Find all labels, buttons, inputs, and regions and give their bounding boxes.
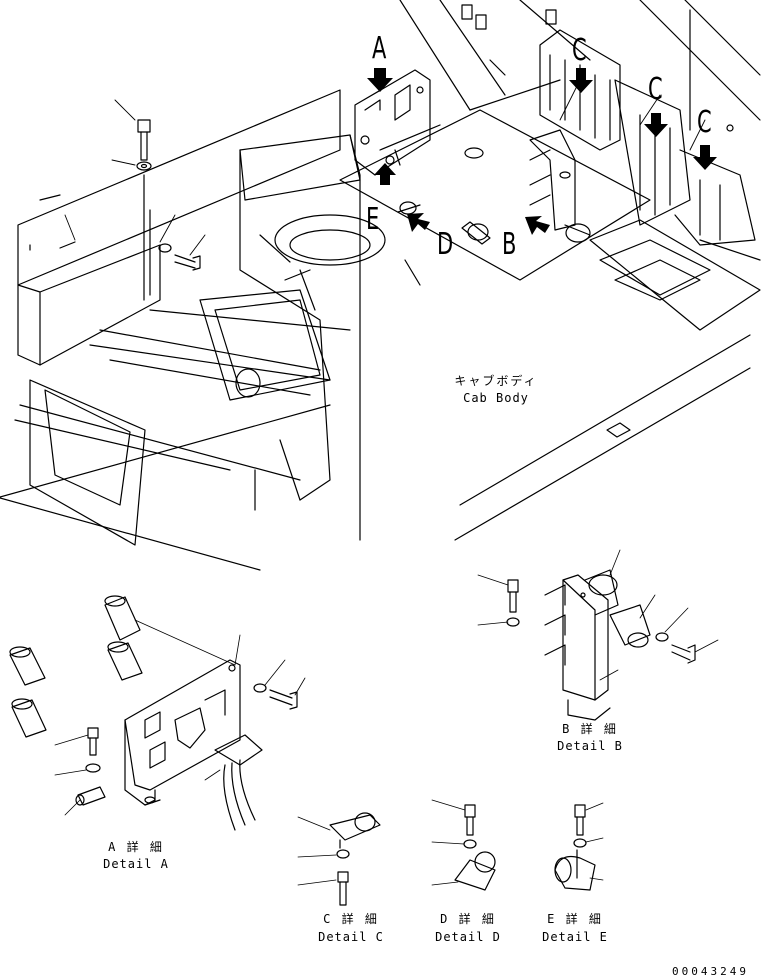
detail-d-label-jp: D 詳 細 [440, 912, 496, 926]
arrow-c1 [569, 68, 593, 93]
detail-b-drawing [477, 549, 719, 721]
bracket-b [529, 129, 591, 243]
clamps-main [397, 201, 491, 245]
callout-b: B [502, 227, 517, 262]
side-panel [17, 89, 351, 366]
detail-b-label-en: Detail B [557, 739, 623, 753]
arrow-c3 [693, 145, 717, 170]
drawing-number: 00043249 [672, 965, 749, 978]
bracket-a [354, 69, 441, 176]
detail-a-drawing [9, 595, 306, 831]
console [14, 134, 361, 546]
arrows [367, 68, 717, 235]
cab-body-label-jp: キャブボディ [454, 374, 538, 388]
detail-d-drawing [431, 799, 496, 891]
callout-c1: C [572, 33, 587, 68]
arrow-d [407, 213, 430, 232]
electrical-cabinet [461, 4, 761, 331]
callout-d: D [437, 227, 454, 262]
detail-c-drawing [297, 812, 381, 906]
detail-e-label-jp: E 詳 細 [547, 912, 603, 926]
bolt-and-washer [136, 119, 201, 301]
detail-a-label-jp: A 詳 細 [108, 840, 164, 854]
detail-c-label-en: Detail C [318, 930, 384, 944]
callout-c2: C [648, 72, 663, 107]
leader-lines-main [64, 69, 706, 256]
arrow-e [374, 163, 396, 185]
arrow-b [525, 216, 550, 235]
callout-e: E [366, 202, 380, 237]
cab-body-assembly [0, 0, 761, 571]
detail-d-label-en: Detail D [435, 930, 501, 944]
detail-e-drawing [554, 802, 604, 891]
detail-e-label-en: Detail E [542, 930, 608, 944]
cab-body-label-en: Cab Body [463, 391, 529, 405]
arrow-c2 [644, 113, 668, 137]
detail-b-label-jp: B 詳 細 [562, 722, 618, 736]
control-unit [199, 214, 421, 511]
detail-c-label-jp: C 詳 細 [323, 912, 379, 926]
callout-c3: C [697, 105, 712, 140]
detail-a-label-en: Detail A [103, 857, 169, 871]
callout-a: A [372, 31, 387, 66]
arrow-a [367, 68, 393, 92]
